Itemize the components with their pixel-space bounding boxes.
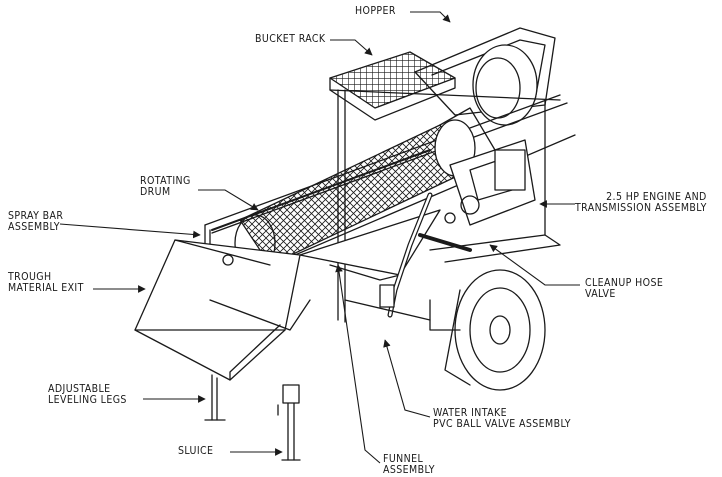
label-spray-bar: SPRAY BAR ASSEMBLY [8, 210, 64, 233]
pvc-piping [379, 192, 472, 318]
leader-lines [59, 11, 580, 464]
trough-sluice-shape [134, 239, 311, 381]
label-engine: 2.5 HP ENGINE AND TRANSMISSION ASSEMBLY [575, 191, 707, 214]
label-hopper: HOPPER [355, 5, 396, 17]
label-bucket-rack: BUCKET RACK [255, 33, 326, 45]
label-leveling-legs: ADJUSTABLE LEVELING LEGS [48, 383, 127, 406]
label-sluice: SLUICE [178, 445, 214, 457]
label-water-intake: WATER INTAKE PVC BALL VALVE ASSEMBLY [433, 407, 571, 430]
leveling-legs [204, 374, 301, 461]
label-cleanup-hose: CLEANUP HOSE VALVE [585, 277, 664, 300]
bucket-rack-shape [329, 51, 456, 121]
label-trough: TROUGH MATERIAL EXIT [8, 271, 84, 294]
wheel-shape [429, 269, 546, 391]
engine-shape [444, 139, 536, 226]
label-rotating-drum: ROTATING DRUM [140, 175, 191, 198]
hopper-shape [414, 27, 556, 126]
label-funnel: FUNNEL ASSEMBLY [383, 453, 435, 476]
spray-bar-shape [211, 149, 431, 266]
